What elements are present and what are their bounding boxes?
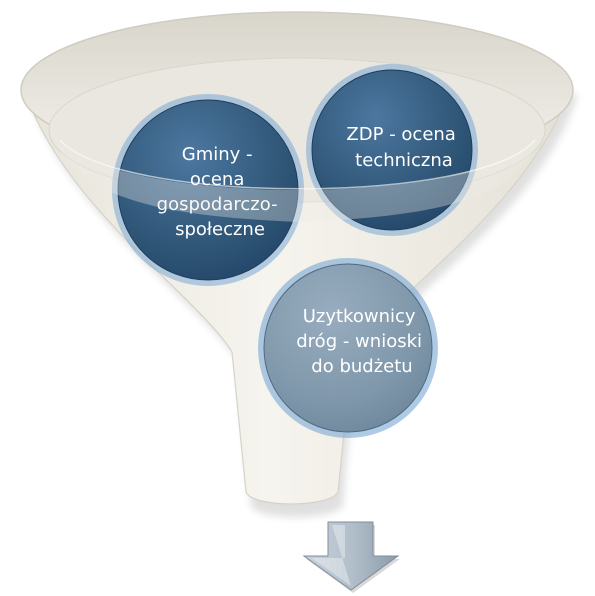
svg-text:ZDP - ocena techniczna: ZDP - ocena techniczna xyxy=(346,124,461,171)
bubble-zdp-line-2: techniczna xyxy=(355,150,453,171)
bubble-gminy-line-3: gospodarczo- xyxy=(157,194,278,215)
bubble-gminy-line-1: Gminy - xyxy=(182,144,253,165)
funnel-front-lip xyxy=(50,130,545,222)
bubble-uzytkownicy-line-1: Uzytkownicy xyxy=(303,306,416,327)
bubble-zdp-line-1: ZDP - ocena xyxy=(346,124,455,145)
bubble-zdp: ZDP - ocena techniczna xyxy=(306,64,478,236)
svg-text:Uzytkownicy dróg - wnios: Uzytkownicy dróg - wnioski do budżetu xyxy=(296,306,428,377)
down-arrow-icon xyxy=(302,521,400,593)
funnel-liquid-line xyxy=(59,139,536,190)
bubble-uzytkownicy-line-2: dróg - wnioski xyxy=(296,331,422,352)
bubble-uzytkownicy: Uzytkownicy dróg - wnioski do budżetu xyxy=(258,258,438,438)
bubble-uzytkownicy-line-3: do budżetu xyxy=(311,356,412,377)
bubble-gminy-line-4: społeczne xyxy=(175,219,265,240)
